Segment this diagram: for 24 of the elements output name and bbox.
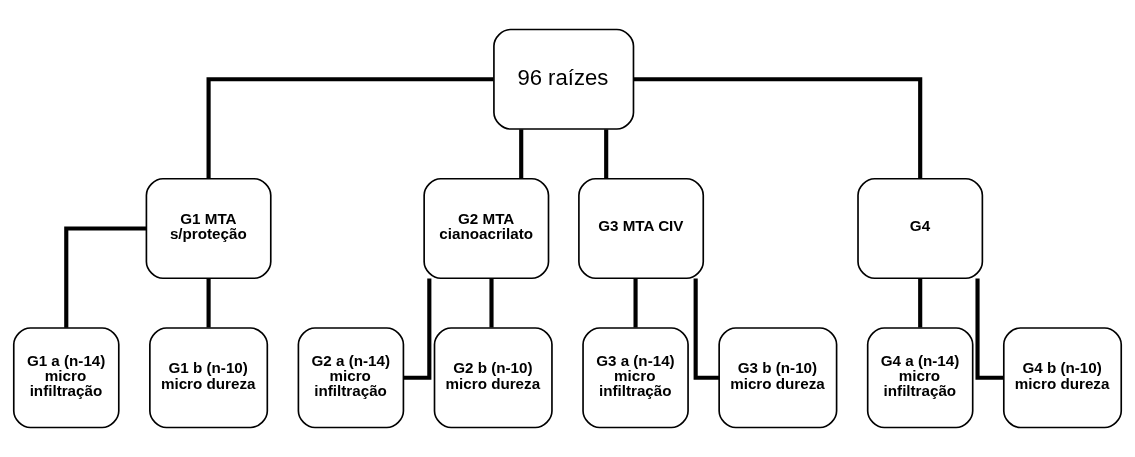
connector bbox=[975, 278, 1004, 380]
connector bbox=[403, 278, 432, 380]
connector bbox=[604, 129, 609, 179]
connector bbox=[206, 278, 211, 328]
node-box: G4 a (n-14) micro infiltração bbox=[866, 327, 974, 429]
node-box: G3 b (n-10) micro dureza bbox=[718, 327, 838, 429]
node-box: G1 MTA s/proteção bbox=[145, 177, 272, 280]
node-box: G1 b (n-10) micro dureza bbox=[149, 327, 269, 429]
connector bbox=[489, 278, 494, 328]
node-box: 96 raízes bbox=[493, 28, 635, 130]
connector bbox=[633, 278, 638, 328]
node-box: G4 bbox=[857, 177, 984, 280]
connector bbox=[918, 278, 923, 328]
connector bbox=[64, 226, 147, 328]
node-box: G2 a (n-14) micro infiltração bbox=[297, 327, 405, 429]
connector bbox=[206, 77, 494, 179]
node-box: G2 b (n-10) micro dureza bbox=[433, 327, 553, 429]
node-box: G2 MTA cianoacrilato bbox=[423, 177, 550, 280]
node-box: G3 a (n-14) micro infiltração bbox=[582, 327, 689, 429]
connector bbox=[519, 129, 524, 179]
connector bbox=[633, 77, 923, 179]
node-box: G3 MTA CIV bbox=[578, 177, 705, 280]
node-box: G1 a (n-14) micro infiltração bbox=[12, 327, 120, 429]
node-box: G4 b (n-10) micro dureza bbox=[1002, 327, 1123, 429]
